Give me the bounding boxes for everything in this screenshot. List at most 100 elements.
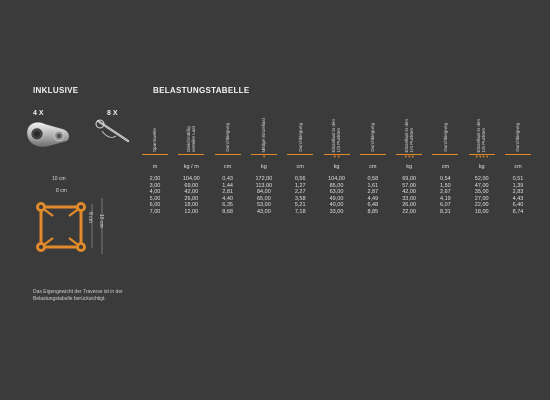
table-cell: 33,00 — [402, 195, 416, 202]
table-cell: 1,50 — [440, 182, 451, 189]
table-cell: 104,00 — [182, 176, 200, 182]
table-cell: 0,51 — [512, 176, 524, 182]
table-cell: 49,00 — [329, 195, 344, 202]
belastungstabelle-heading: BELASTUNGSTABELLE — [153, 86, 250, 95]
table-cell: 69,00 — [184, 182, 199, 189]
column-unit: m — [152, 164, 158, 170]
table-cell: 57,00 — [402, 182, 416, 189]
column-header: Durchbiegung — [426, 100, 464, 152]
table-cell: 8,68 — [222, 208, 233, 215]
column-header: Durchbiegung — [281, 100, 319, 152]
outer-width-label: 10 cm — [52, 176, 66, 182]
pin-quantity: 8 X — [107, 110, 118, 117]
table-cell: 6,48 — [367, 202, 379, 209]
column-header-label: Durchbiegung — [442, 123, 448, 152]
table-cell: 2,00 — [149, 176, 161, 182]
table-cell: 0,58 — [367, 176, 379, 182]
table-cell: 52,00 — [474, 176, 489, 182]
table-cell: 26,00 — [402, 202, 416, 209]
column-unit: kg — [260, 164, 267, 170]
table-cell: 26,00 — [184, 195, 199, 202]
table-cell: 4,49 — [367, 195, 379, 202]
column-header: Einzellast in den 1/4 Punkten — [390, 100, 428, 152]
table-cell: 84,00 — [257, 189, 271, 196]
column-unit: cm — [223, 164, 232, 170]
column-unit: cm — [369, 164, 377, 170]
table-cell: 6,07 — [440, 202, 451, 209]
column-header: Durchbiegung — [499, 100, 537, 152]
table-cell: 3,00 — [149, 182, 161, 189]
table-cell: 6,40 — [512, 202, 524, 209]
table-cell: 22,00 — [402, 208, 416, 215]
table-cell: 43,00 — [257, 208, 271, 215]
table-cell: 172,00 — [255, 176, 273, 182]
table-cell: 3,58 — [294, 195, 306, 202]
header-underline — [178, 154, 205, 155]
header-underline — [214, 154, 241, 155]
column-header: Gleichmäßig verteilte Last — [172, 100, 210, 152]
inner-width-label: 8 cm — [56, 188, 67, 194]
column-header: Mittige Einzellast — [245, 100, 283, 152]
table-cell: 6,00 — [149, 202, 161, 209]
inklusive-heading: INKLUSIVE — [33, 86, 79, 95]
column-unit: cm — [514, 164, 522, 170]
table-cell: 2,67 — [440, 189, 451, 196]
column-header-label: Mittige Einzellast — [261, 117, 267, 152]
table-cell: 22,00 — [474, 202, 489, 209]
load-point-arrows-icon: ▼▼▼ — [403, 154, 415, 159]
header-underline — [142, 154, 168, 155]
header-underline — [432, 154, 459, 155]
column-unit: cm — [441, 164, 450, 170]
column-header: Durchbiegung — [354, 100, 392, 152]
clamp-quantity: 4 X — [33, 110, 44, 117]
column-header-label: Durchbiegung — [297, 123, 303, 152]
column-unit: cm — [296, 164, 304, 170]
header-underline — [359, 154, 386, 155]
column-header-label: Durchbiegung — [515, 123, 521, 152]
column-header-label: Spannweite — [152, 127, 158, 152]
square-truss-frame-icon — [36, 198, 103, 254]
table-cell: 40,00 — [329, 202, 344, 209]
table-cell: 69,00 — [402, 176, 416, 182]
table-cell: 5,00 — [149, 195, 161, 202]
table-cell: 4,00 — [149, 189, 161, 196]
table-cell: 35,00 — [474, 189, 489, 196]
note-line-1: Das Eigengewicht der Traverse ist in der — [33, 289, 123, 295]
column-header-label: Gleichmäßig verteilte Last — [186, 125, 197, 152]
header-underline — [287, 154, 314, 155]
table-cell: 2,83 — [512, 189, 524, 196]
table-cell: 63,00 — [329, 189, 344, 196]
column-unit: kg / m — [183, 164, 199, 170]
table-cell: 8,74 — [512, 208, 524, 215]
column-header-label: Durchbiegung — [224, 123, 230, 152]
table-cell: 47,00 — [474, 182, 489, 189]
table-cell: 7,00 — [149, 208, 161, 215]
load-point-arrows-icon: ▼▼▼▼ — [474, 154, 489, 159]
table-cell: 2,81 — [222, 189, 233, 196]
table-cell: 53,00 — [257, 202, 271, 209]
table-cell: 0,56 — [294, 176, 306, 182]
table-cell: 42,00 — [402, 189, 416, 196]
table-cell: 18,00 — [474, 208, 489, 215]
table-cell: 12,00 — [184, 208, 199, 215]
column-header: Spannweite — [136, 100, 174, 152]
table-cell: 1,27 — [294, 182, 306, 189]
table-cell: 7,18 — [294, 208, 306, 215]
load-point-arrows-icon: ▼ — [262, 154, 266, 159]
table-cell: 2,27 — [294, 189, 306, 196]
table-cell: 0,43 — [222, 176, 233, 182]
self-weight-note: Das Eigengewicht der Traverse ist in der… — [33, 289, 123, 302]
table-cell: 27,00 — [474, 195, 489, 202]
header-underline — [250, 154, 277, 155]
